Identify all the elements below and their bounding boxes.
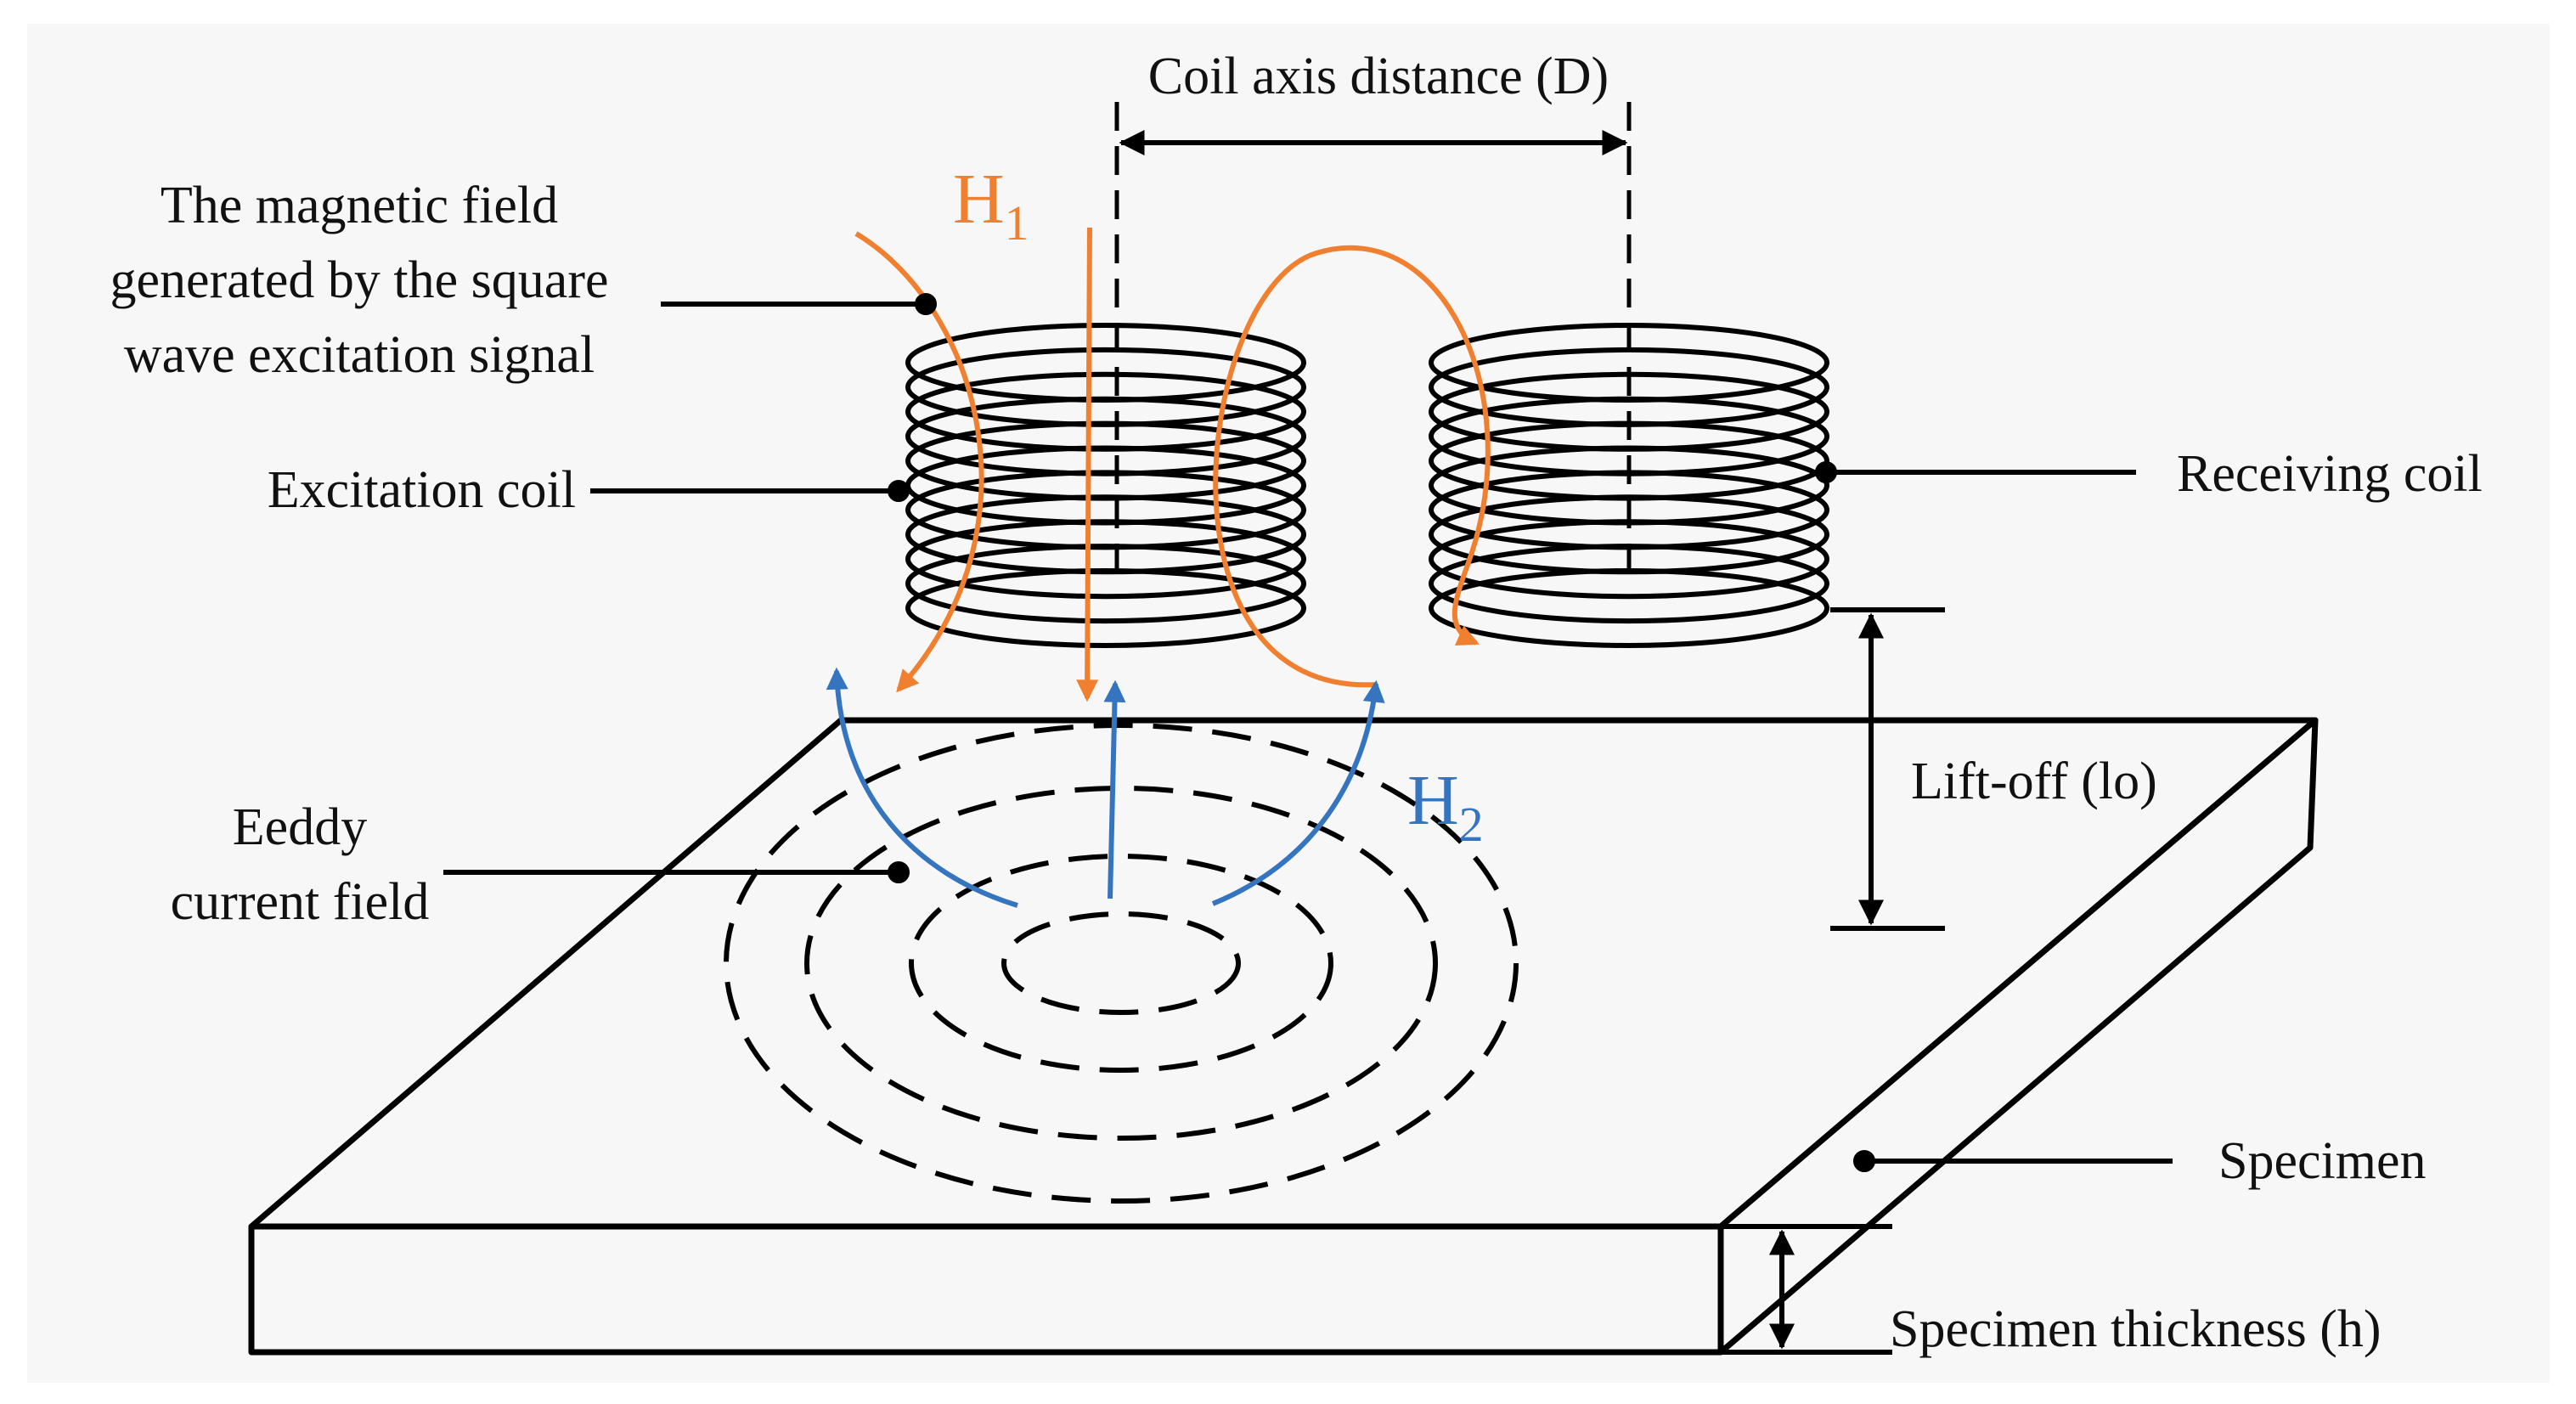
magnetic-field-label-line2: generated by the square [110, 251, 608, 309]
coil-axis-distance-label: Coil axis distance (D) [1148, 48, 1609, 105]
excitation-coil-turns [905, 323, 1306, 648]
excitation-coil-leader-dot [888, 480, 910, 502]
plate-front-face [248, 1223, 1724, 1356]
leader-lines [443, 293, 2173, 1172]
h1-loop-field-line [1213, 245, 1491, 688]
magnetic-field-leader-dot [915, 293, 937, 315]
thickness-dimension [1721, 1224, 1892, 1355]
receiving-coil-label: Receiving coil [2177, 445, 2483, 503]
eddy-current-label-line2: current field [171, 873, 430, 931]
eddy-current-ring [1001, 911, 1241, 1015]
lift-off-dimension [1830, 607, 1945, 931]
lift-off-label: Lift-off (lo) [1911, 753, 2157, 810]
excitation-coil-turn [905, 519, 1306, 600]
h2-symbol: H2 [1407, 761, 1484, 852]
h1-center-field-line [1076, 227, 1099, 702]
receiving-coil-leader-dot [1815, 461, 1837, 483]
magnetic-field-label-line3: wave excitation signal [124, 326, 595, 384]
h2-right-field-line [1211, 679, 1385, 906]
specimen-leader-dot [1853, 1150, 1875, 1172]
excitation-coil-turn [905, 544, 1306, 624]
h1-symbol: H1 [953, 160, 1029, 251]
h2-left-field-line [826, 667, 1018, 908]
excitation-coil-label: Excitation coil [268, 461, 576, 519]
primary-magnetic-field-lines [854, 227, 1491, 702]
magnetic-field-label-line1: The magnetic field [161, 177, 558, 234]
h1-left-field-line [854, 231, 984, 693]
eddy-current-rings [724, 723, 1519, 1204]
h2-center-field-line [1103, 679, 1126, 899]
eddy-current-ring [804, 786, 1438, 1141]
plate-side-face [1717, 717, 2319, 1356]
excitation-coil-turn [905, 568, 1306, 648]
eddy-current-ring [724, 723, 1519, 1204]
eddy-current-leader-dot [888, 861, 910, 883]
eddy-current-label-line1: Eeddy [233, 798, 367, 856]
specimen-label: Specimen [2218, 1132, 2427, 1190]
eddy-current-ring [909, 854, 1333, 1073]
specimen-thickness-label: Specimen thickness (h) [1890, 1300, 2382, 1358]
secondary-magnetic-field-lines [826, 667, 1385, 908]
